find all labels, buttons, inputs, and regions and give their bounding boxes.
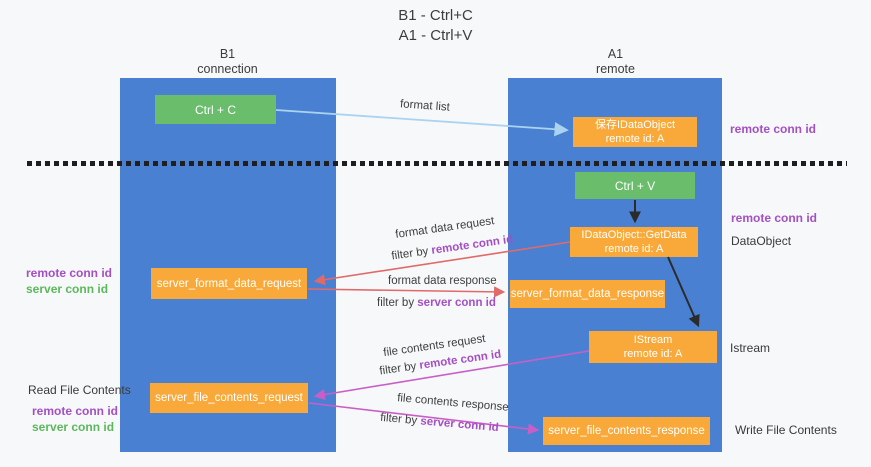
box-file-response-label: server_file_contents_response [548, 425, 705, 437]
box-server-file-contents-response: server_file_contents_response [543, 417, 710, 445]
side-remote-conn-id-left1: remote conn id [26, 266, 113, 280]
box-format-request-label: server_format_data_request [156, 277, 302, 290]
server-conn-id-text: server conn id [419, 415, 500, 435]
lane-header-b1: B1 connection [120, 47, 335, 77]
dashed-separator [27, 161, 847, 166]
side-remote-conn-id-left2: remote conn id [32, 404, 119, 418]
box-istream-line1: IStream [633, 334, 673, 346]
side-dataobject: DataObject [731, 234, 792, 248]
side-conn-ids-top: remote conn id server conn id [26, 265, 112, 297]
filter-by-text: filter by [379, 411, 418, 428]
lane-a1-subtitle: remote [596, 62, 635, 76]
box-format-response-label: server_format_data_response [510, 288, 665, 300]
side-remote-conn-id-mid: remote conn id [731, 211, 818, 225]
lane-b1-subtitle: connection [197, 62, 258, 76]
title-line-2: A1 - Ctrl+V [398, 27, 473, 44]
box-save-idataobject-line1: 保存IDataObject [594, 119, 676, 131]
label-format-list: format list [399, 98, 451, 114]
box-ctrl-c: Ctrl + C [155, 95, 276, 124]
title-line-1: B1 - Ctrl+C [398, 7, 473, 24]
side-istream: Istream [730, 341, 771, 355]
box-file-request-label: server_file_contents_request [155, 392, 303, 404]
label-filter-server-2: filter by server conn id [380, 412, 499, 434]
side-remote-conn-id-top: remote conn id [730, 122, 817, 136]
box-istream-line2: remote id: A [623, 348, 683, 360]
label-file-contents-response: file contents response [396, 392, 510, 414]
side-server-conn-id-left1: server conn id [26, 282, 109, 296]
box-getdata-line2: remote id: A [604, 243, 664, 255]
label-format-data-response: format data response [388, 275, 497, 287]
side-write-file-contents: Write File Contents [735, 423, 837, 437]
box-getdata-line1: IDataObject::GetData [581, 229, 687, 241]
box-ctrl-v: Ctrl + V [575, 172, 695, 199]
box-save-idataobject: 保存IDataObject remote id: A [573, 117, 697, 147]
side-server-conn-id-left2: server conn id [32, 420, 115, 434]
side-conn-ids-bottom: remote conn id server conn id [32, 403, 118, 435]
arrow-format-data-response [307, 286, 506, 298]
page-title: B1 - Ctrl+C A1 - Ctrl+V [0, 6, 871, 46]
filter-by-text: filter by [390, 245, 430, 263]
box-server-format-data-response: server_format_data_response [510, 280, 665, 308]
filter-by-text: filter by [377, 297, 415, 309]
box-server-format-data-request: server_format_data_request [151, 268, 307, 299]
box-save-idataobject-line2: remote id: A [605, 133, 665, 145]
box-idataobject-getdata: IDataObject::GetData remote id: A [570, 227, 698, 257]
server-conn-id-text: server conn id [417, 297, 496, 309]
lane-header-a1: A1 remote [508, 47, 723, 77]
box-istream: IStream remote id: A [589, 331, 717, 363]
box-ctrl-c-label: Ctrl + C [194, 102, 236, 117]
box-server-file-contents-request: server_file_contents_request [150, 383, 308, 413]
lane-a1-title: A1 [607, 47, 624, 61]
lane-b1-title: B1 [219, 47, 236, 61]
remote-conn-id-text: remote conn id [430, 233, 514, 257]
label-filter-server-1: filter by server conn id [377, 297, 496, 309]
side-read-file-contents: Read File Contents [28, 383, 131, 397]
box-ctrl-v-label: Ctrl + V [614, 178, 656, 193]
filter-by-text: filter by [378, 360, 418, 378]
